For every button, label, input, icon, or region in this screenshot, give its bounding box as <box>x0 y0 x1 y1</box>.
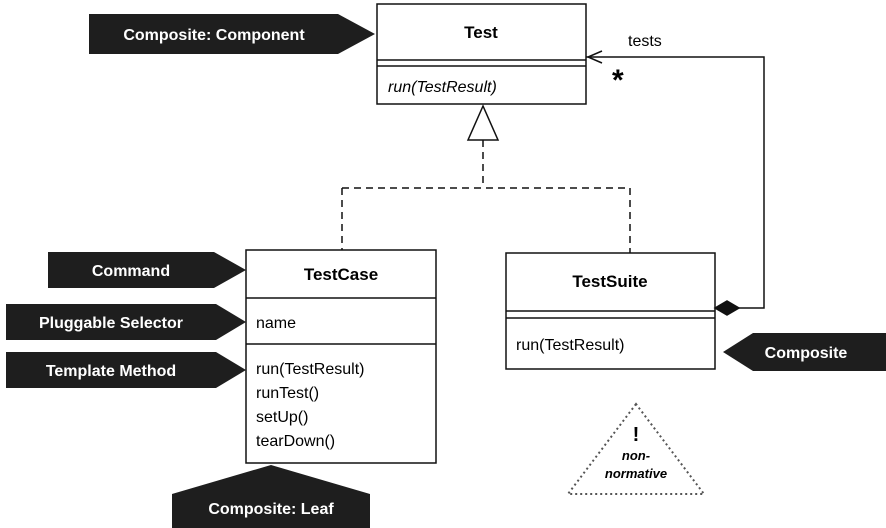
svg-text:Command: Command <box>92 263 170 280</box>
svg-text:Composite: Component: Composite: Component <box>123 27 305 44</box>
tag-pluggable-selector: Pluggable Selector <box>6 304 246 340</box>
tag-composite: Composite <box>723 333 886 371</box>
class-testsuite-operation: run(TestResult) <box>516 337 624 354</box>
generalization-triangle <box>466 104 500 141</box>
class-testsuite[interactable]: TestSuite run(TestResult) <box>505 252 716 370</box>
class-testcase-operation: tearDown() <box>256 433 335 450</box>
class-testcase-name: TestCase <box>304 265 378 284</box>
aggregation-connector <box>586 50 765 316</box>
svg-text:Pluggable Selector: Pluggable Selector <box>39 315 183 332</box>
class-test[interactable]: Test run(TestResult) <box>376 3 587 105</box>
class-testcase-operation: run(TestResult) <box>256 361 364 378</box>
tag-composite-leaf: Composite: Leaf <box>172 465 370 528</box>
class-test-operation: run(TestResult) <box>388 79 497 96</box>
non-normative-note: ! non- normative <box>565 402 707 495</box>
generalization-connector <box>341 104 631 253</box>
class-testcase[interactable]: TestCase name run(TestResult) runTest() … <box>245 249 437 464</box>
note-text-line2: normative <box>605 466 667 481</box>
svg-text:Template Method: Template Method <box>46 363 176 380</box>
svg-text:Composite: Composite <box>765 345 848 362</box>
class-testcase-attribute: name <box>256 315 296 332</box>
warning-exclamation-icon: ! <box>633 424 640 446</box>
association-role-label: tests <box>628 33 662 50</box>
class-testsuite-name: TestSuite <box>572 272 647 291</box>
tag-command: Command <box>48 252 246 288</box>
note-text-line1: non- <box>622 448 650 463</box>
tag-composite-component: Composite: Component <box>89 14 375 54</box>
composite-diamond <box>713 300 741 316</box>
class-testcase-operation: setUp() <box>256 409 308 426</box>
class-testcase-operation: runTest() <box>256 385 319 402</box>
class-test-name: Test <box>464 23 498 42</box>
association-multiplicity: * <box>612 64 624 97</box>
tag-template-method: Template Method <box>6 352 246 388</box>
svg-text:Composite: Leaf: Composite: Leaf <box>208 501 334 518</box>
